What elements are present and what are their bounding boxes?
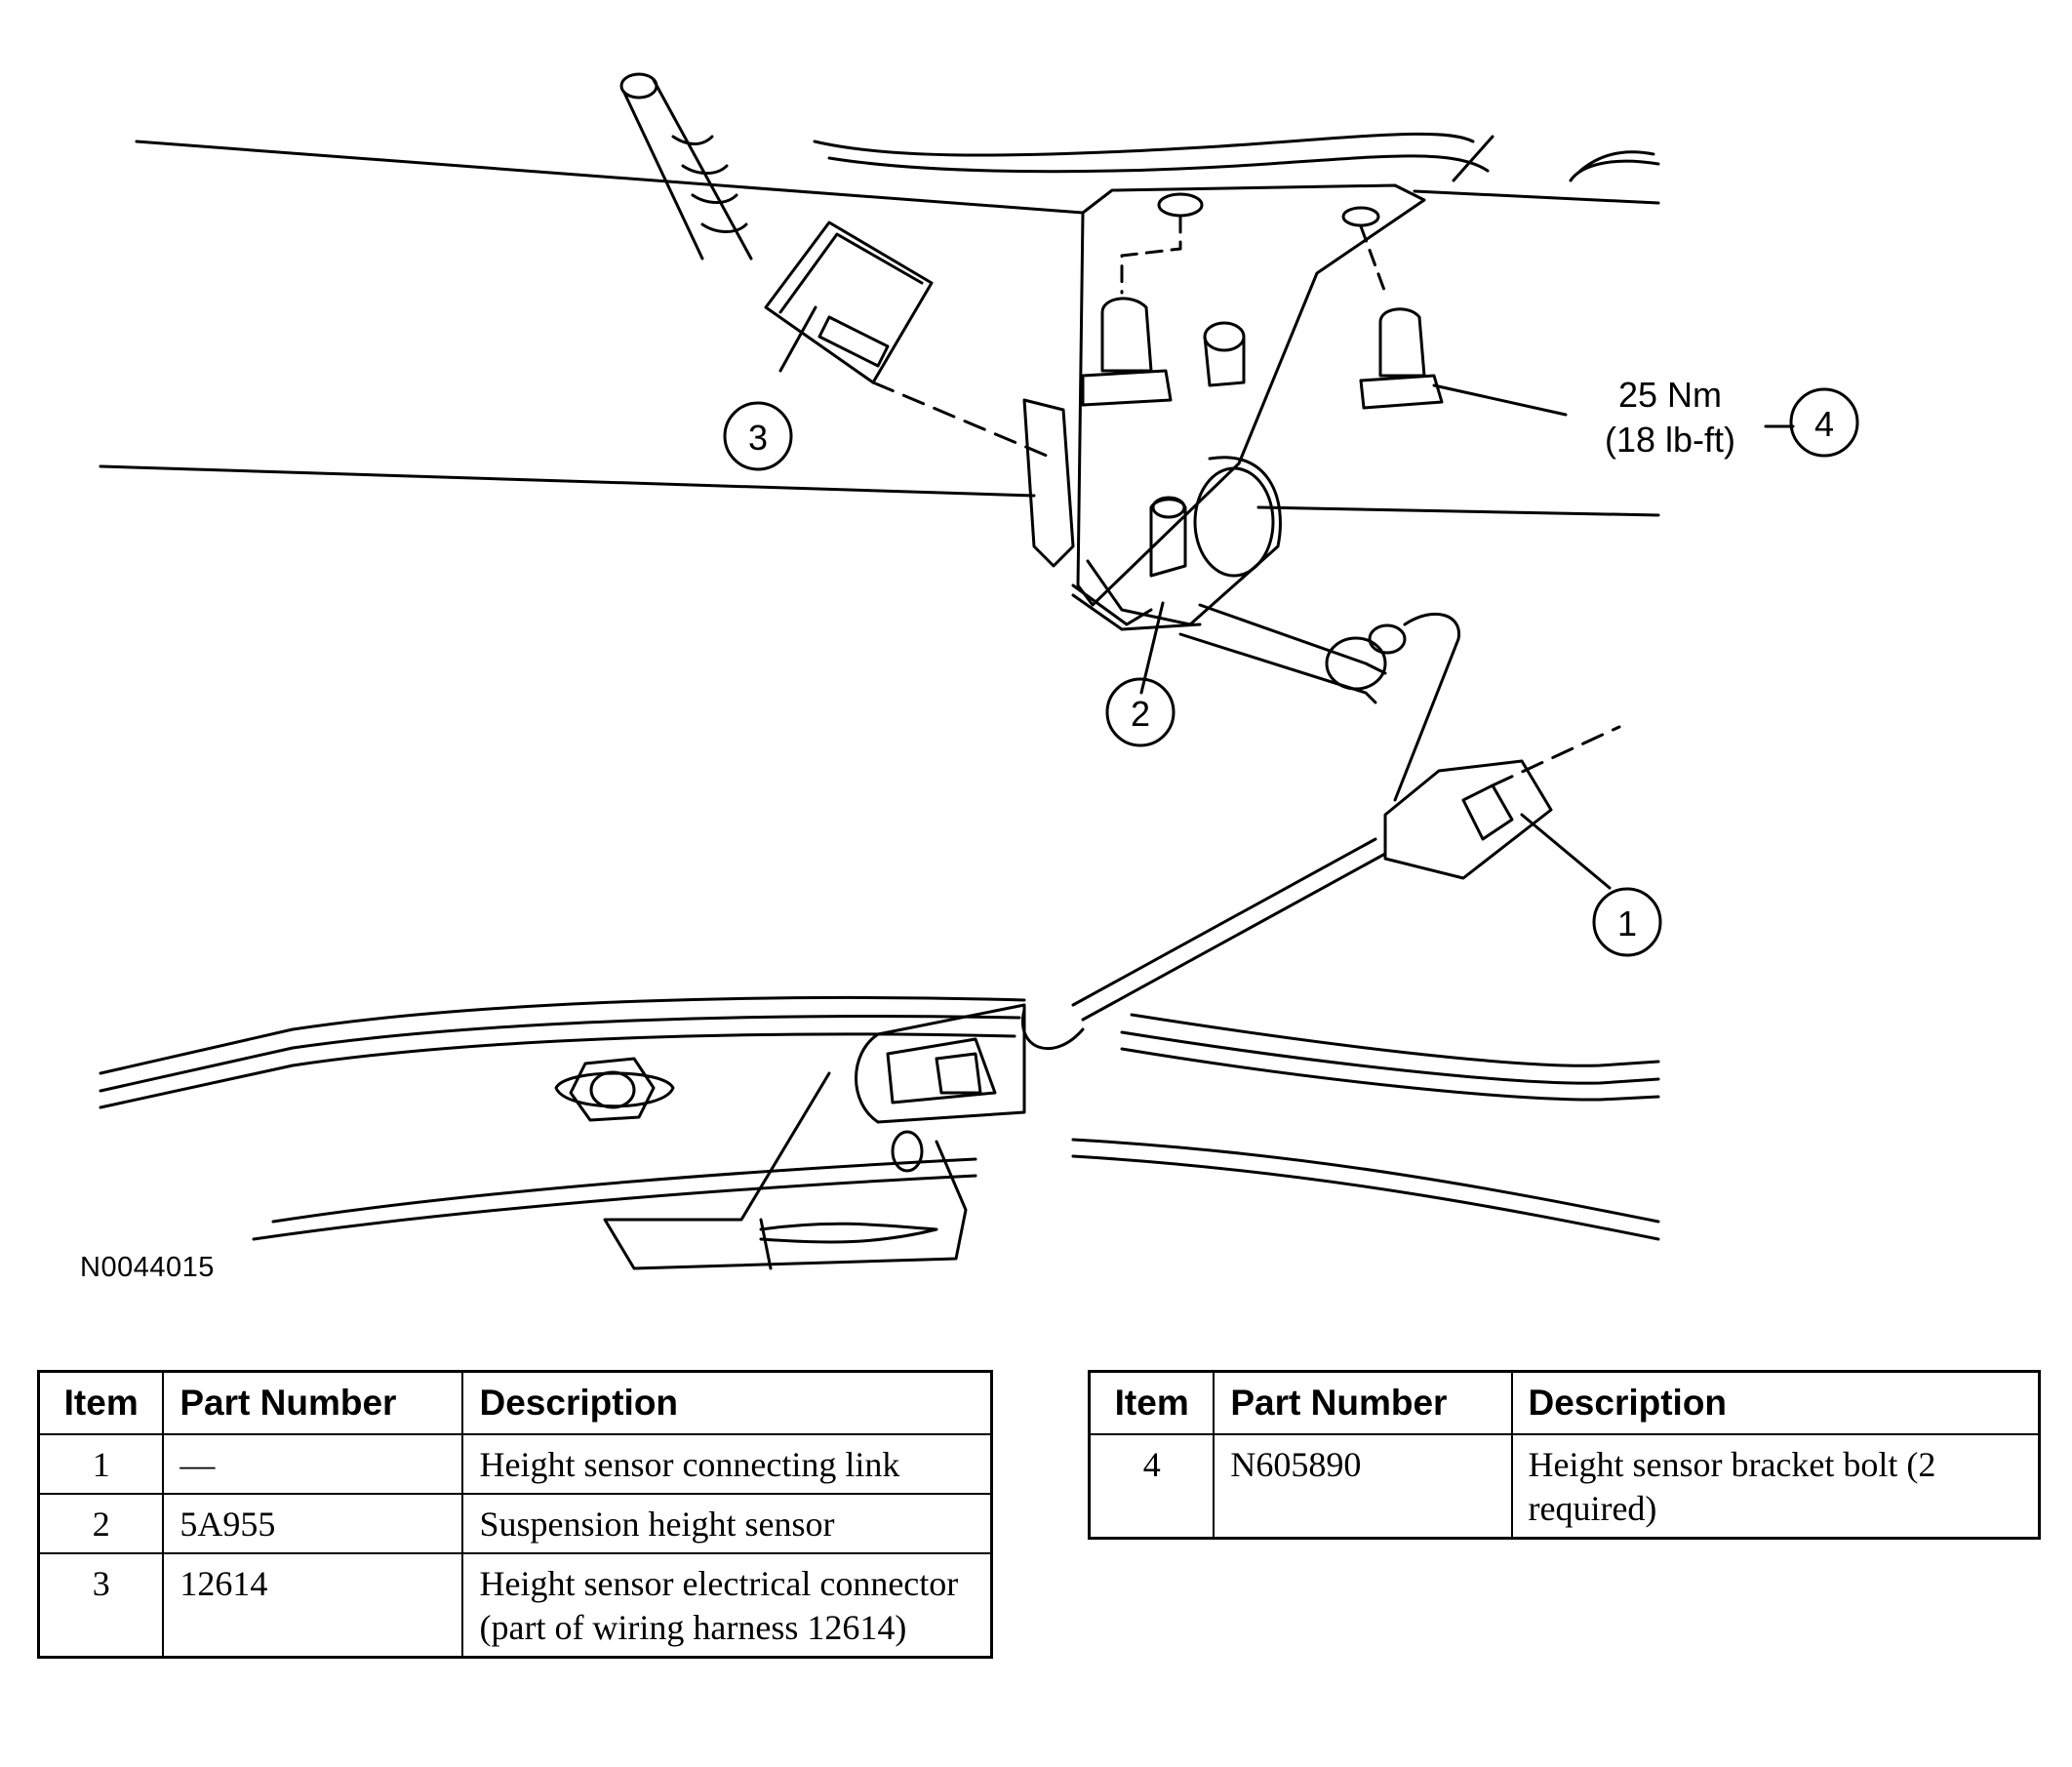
cell-item: 2 — [37, 1493, 165, 1554]
electrical-connector — [764, 221, 1056, 461]
table-row: 2 5A955 Suspension height sensor — [37, 1493, 993, 1554]
table-header-row: Item Part Number Description — [37, 1370, 993, 1435]
svg-text:2: 2 — [1131, 694, 1150, 734]
cell-item: 4 — [1088, 1433, 1215, 1540]
callout-2: 2 — [1105, 601, 1175, 747]
torque-imperial: (18 lb-ft) — [1605, 420, 1735, 460]
cell-description: Height sensor connecting link — [461, 1433, 993, 1495]
table-row: 1 — Height sensor connecting link — [37, 1433, 993, 1495]
header-description: Description — [461, 1370, 993, 1435]
header-item: Item — [37, 1370, 165, 1435]
callout-4: 25 Nm (18 lb-ft) 4 — [1432, 375, 1859, 460]
callout-3: 3 — [723, 305, 817, 471]
cell-item: 3 — [37, 1552, 165, 1659]
torque-value: 25 Nm — [1618, 375, 1722, 415]
cell-part-number: 5A955 — [162, 1493, 464, 1554]
svg-text:3: 3 — [748, 418, 768, 458]
lower-bracket — [603, 1071, 968, 1270]
figure-id: N0044015 — [80, 1252, 215, 1283]
header-part-number: Part Number — [162, 1370, 464, 1435]
table-row: 4 N605890 Height sensor bracket bolt (2 … — [1088, 1433, 2041, 1540]
parts-table-left: Item Part Number Description 1 — Height … — [37, 1370, 993, 1659]
cell-description: Height sensor electrical connector (part… — [461, 1552, 993, 1659]
cell-description: Suspension height sensor — [461, 1493, 993, 1554]
table-header-row: Item Part Number Description — [1088, 1370, 2041, 1435]
cell-part-number: N605890 — [1213, 1433, 1513, 1540]
cell-part-number: 12614 — [162, 1552, 464, 1659]
table-row: 3 12614 Height sensor electrical connect… — [37, 1552, 993, 1659]
lower-frame-rail — [99, 996, 1660, 1241]
height-sensor-bracket — [1076, 183, 1444, 607]
cell-part-number: — — [162, 1433, 464, 1495]
callout-1: 1 — [1520, 813, 1662, 957]
cell-item: 1 — [37, 1433, 165, 1495]
cell-description: Height sensor bracket bolt (2 required) — [1510, 1433, 2041, 1540]
upper-frame-rail — [99, 132, 1660, 517]
header-part-number: Part Number — [1213, 1370, 1513, 1435]
connecting-link — [855, 612, 1621, 1124]
svg-text:4: 4 — [1814, 404, 1834, 444]
wiring-harness — [619, 72, 753, 261]
header-item: Item — [1088, 1370, 1215, 1435]
frame-nut — [554, 1057, 675, 1122]
height-sensor-diagram: 3 2 1 25 Nm (18 lb-ft) 4 — [99, 72, 1859, 1270]
parts-table-right: Item Part Number Description 4 N605890 H… — [1088, 1370, 2041, 1540]
header-description: Description — [1510, 1370, 2041, 1435]
svg-text:1: 1 — [1617, 904, 1637, 944]
sensor-body — [1022, 398, 1407, 704]
